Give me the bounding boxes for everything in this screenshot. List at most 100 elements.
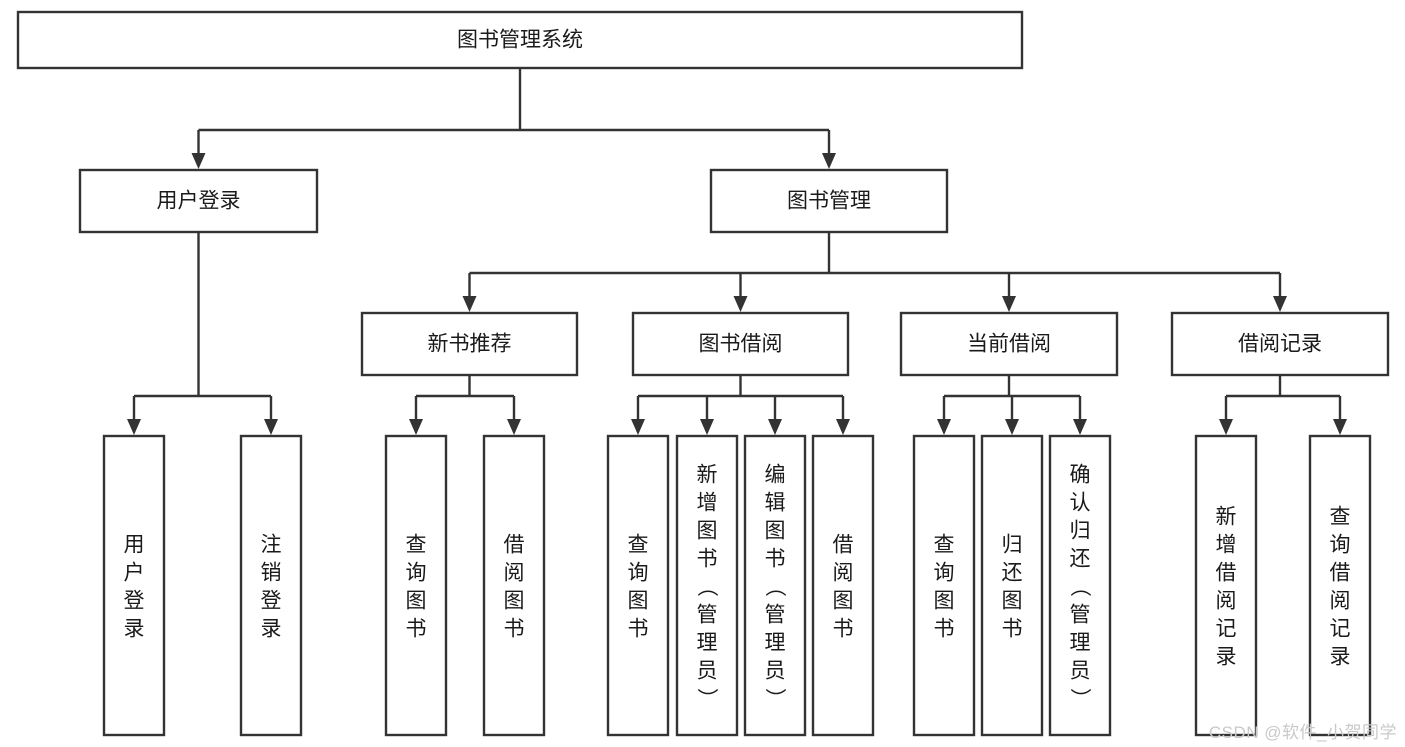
connector-group bbox=[937, 375, 1087, 435]
node-root[interactable]: 图书管理系统 bbox=[16, 10, 1024, 70]
node-label-char: 记 bbox=[1216, 617, 1237, 640]
node-label-char: 还 bbox=[1070, 547, 1091, 570]
node-label-char: 书 bbox=[765, 547, 786, 570]
node-label-char: 还 bbox=[1002, 561, 1023, 584]
arrow-head-icon bbox=[1273, 296, 1287, 312]
node-box[interactable] bbox=[743, 434, 807, 737]
node-box[interactable] bbox=[675, 434, 739, 737]
node-label-char: 员 bbox=[697, 659, 718, 682]
node-box[interactable] bbox=[811, 434, 875, 737]
node-box[interactable] bbox=[239, 434, 303, 737]
node-box[interactable] bbox=[899, 311, 1119, 377]
node-box[interactable] bbox=[384, 434, 448, 737]
node-label-char: 认 bbox=[1070, 491, 1091, 514]
arrow-head-icon bbox=[409, 419, 423, 435]
node-label-char: 理 bbox=[697, 631, 718, 654]
node-label-char: 询 bbox=[934, 561, 955, 584]
node-label-char: 借 bbox=[1216, 561, 1237, 584]
node-label-char: 录 bbox=[124, 617, 145, 640]
connector-group bbox=[409, 375, 521, 435]
node-current-borrow[interactable]: 当前借阅 bbox=[899, 311, 1119, 377]
arrow-head-icon bbox=[631, 419, 645, 435]
node-book-manage[interactable]: 图书管理 bbox=[709, 168, 949, 234]
arrow-head-icon bbox=[127, 419, 141, 435]
node-box[interactable] bbox=[482, 434, 546, 737]
node-label-vertical: 用户登录 bbox=[124, 533, 145, 640]
node-label-char: 新 bbox=[697, 463, 718, 486]
arrow-head-icon bbox=[1073, 419, 1087, 435]
node-label-char: 查 bbox=[628, 533, 649, 556]
node-label-char: 询 bbox=[628, 561, 649, 584]
node-label-char: 管 bbox=[697, 603, 718, 626]
node-label-char: 询 bbox=[406, 561, 427, 584]
node-label-char: 新 bbox=[1216, 505, 1237, 528]
arrow-head-icon bbox=[700, 419, 714, 435]
node-user-login[interactable]: 用户登录 bbox=[78, 168, 319, 234]
node-box[interactable] bbox=[1170, 311, 1390, 377]
node-label-char: 登 bbox=[261, 589, 282, 612]
node-label-char: 图 bbox=[628, 589, 649, 612]
node-box[interactable] bbox=[102, 434, 166, 737]
node-label-char: 书 bbox=[628, 617, 649, 640]
node-box[interactable] bbox=[16, 10, 1024, 70]
node-box[interactable] bbox=[912, 434, 976, 737]
node-leaf-user-login[interactable]: 用户登录 bbox=[102, 434, 166, 737]
node-box[interactable] bbox=[709, 168, 949, 234]
node-label-char: 户 bbox=[124, 561, 145, 584]
node-label-char: 登 bbox=[124, 589, 145, 612]
arrow-head-icon bbox=[822, 153, 836, 169]
node-box[interactable] bbox=[360, 311, 579, 377]
node-label-char: 确 bbox=[1070, 463, 1091, 486]
node-box[interactable] bbox=[1048, 434, 1112, 737]
node-label-char: 归 bbox=[1002, 533, 1023, 556]
node-label-char: 书 bbox=[1002, 617, 1023, 640]
node-label-char: 图 bbox=[934, 589, 955, 612]
node-label-char: 增 bbox=[1216, 533, 1237, 556]
node-label-char: 员 bbox=[765, 659, 786, 682]
arrow-head-icon bbox=[1005, 419, 1019, 435]
node-box[interactable] bbox=[631, 311, 850, 377]
node-label-char: 员 bbox=[1070, 659, 1091, 682]
node-borrow-record[interactable]: 借阅记录 bbox=[1170, 311, 1390, 377]
arrow-head-icon bbox=[937, 419, 951, 435]
node-label-char: ） bbox=[763, 688, 786, 709]
node-box[interactable] bbox=[1194, 434, 1258, 737]
node-label: 图书管理 bbox=[787, 190, 871, 213]
node-box[interactable] bbox=[1308, 434, 1372, 737]
node-label-char: （ bbox=[695, 576, 718, 597]
node-label-char: 管 bbox=[765, 603, 786, 626]
node-box[interactable] bbox=[980, 434, 1044, 737]
arrow-head-icon bbox=[1219, 419, 1233, 435]
node-box[interactable] bbox=[78, 168, 319, 234]
node-label: 新书推荐 bbox=[428, 333, 512, 356]
node-new-book-rec[interactable]: 新书推荐 bbox=[360, 311, 579, 377]
node-label-char: 借 bbox=[833, 533, 854, 556]
connector-group bbox=[191, 68, 836, 169]
node-book-borrow[interactable]: 图书借阅 bbox=[631, 311, 850, 377]
node-label: 当前借阅 bbox=[967, 333, 1051, 356]
node-box[interactable] bbox=[606, 434, 670, 737]
node-label-char: （ bbox=[763, 576, 786, 597]
connector-group bbox=[127, 232, 278, 435]
node-label-char: 查 bbox=[934, 533, 955, 556]
node-label-char: 辑 bbox=[765, 491, 786, 514]
arrow-head-icon bbox=[768, 419, 782, 435]
arrow-head-icon bbox=[462, 296, 477, 312]
